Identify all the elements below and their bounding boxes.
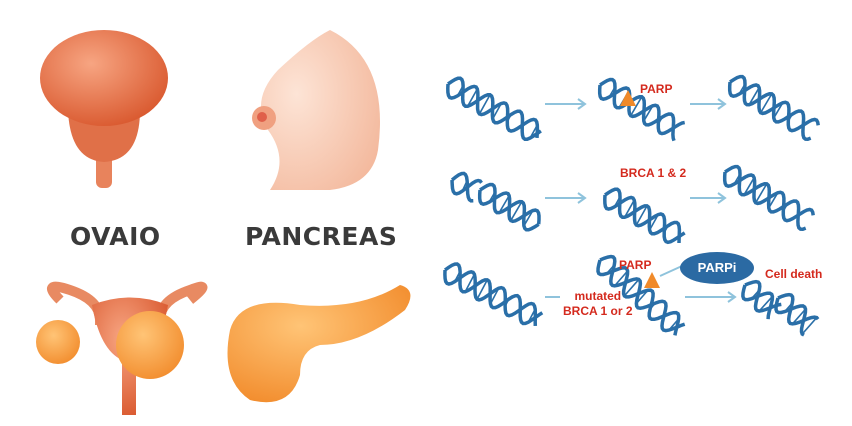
dna-strand — [599, 254, 686, 333]
dna-rung — [467, 88, 478, 107]
parp-label-row1: PARP — [640, 82, 673, 96]
dna-rung — [748, 87, 760, 106]
dna-strand — [450, 178, 483, 196]
parp-triangle-icon-1 — [620, 90, 636, 106]
dna-strand — [774, 297, 808, 337]
dna-strand — [479, 182, 540, 232]
prostate-organ-icon — [40, 30, 168, 188]
dna-rung — [754, 183, 768, 204]
ovary-label: OVAIO — [70, 222, 161, 251]
dna-rung — [623, 199, 635, 218]
parpi-connector — [659, 265, 683, 277]
dna-strand — [744, 279, 782, 313]
dna-helix-row2-a — [477, 182, 541, 232]
dna-rung — [510, 201, 523, 222]
dna-rung — [498, 195, 510, 214]
dna-strand — [724, 164, 807, 231]
dna-helix-row1-c — [727, 74, 820, 141]
mutation-line1: mutated — [574, 289, 622, 303]
dna-helix-row2-c — [722, 164, 815, 231]
arrow-row2-1 — [545, 192, 587, 204]
dna-strand — [597, 84, 686, 136]
parp-triangle-icon-2 — [644, 272, 660, 288]
mutation-line2: BRCA 1 or 2 — [563, 304, 633, 318]
dna-rung — [758, 295, 773, 312]
arrow-row2-2 — [690, 192, 727, 204]
dna-helix-row2-a-fragment — [450, 171, 483, 203]
cell-death-label: Cell death — [765, 267, 823, 281]
arrow-row1-1 — [545, 98, 587, 110]
brca-label-row2: BRCA 1 & 2 — [620, 166, 687, 180]
dna-rung — [613, 270, 629, 287]
mutation-label: mutated BRCA 1 or 2 — [563, 289, 633, 319]
dna-rung — [743, 177, 755, 196]
dna-rung — [476, 279, 488, 300]
dna-strand — [599, 77, 676, 142]
dna-strand — [450, 171, 474, 203]
uterus-ovaries-organ-icon — [36, 281, 208, 415]
dna-rung — [478, 94, 491, 115]
dna-rung — [464, 273, 476, 293]
dna-strand — [777, 292, 820, 326]
dna-strand — [604, 187, 682, 244]
dna-rung — [801, 317, 818, 335]
dna-helix-row1-a — [446, 76, 542, 141]
dna-helix-row2-b — [603, 187, 686, 245]
dna-rung — [629, 96, 643, 117]
dna-rung — [623, 278, 640, 297]
dna-strand — [603, 194, 686, 245]
dna-helix-row3-a — [443, 262, 544, 326]
dna-rung — [759, 93, 773, 114]
dna-rung — [791, 308, 807, 325]
arrow-row1-2 — [690, 98, 727, 110]
breast-organ-icon — [252, 30, 380, 190]
pancreas-organ-icon — [227, 285, 411, 403]
dna-strand — [447, 76, 542, 141]
parp-label-row3: PARP — [619, 258, 652, 272]
dna-strand — [729, 74, 812, 141]
dna-helix-row3-c2 — [774, 292, 820, 337]
arrow-row3 — [685, 291, 737, 303]
dna-helix-row3-c1 — [741, 279, 782, 320]
dna-rung — [635, 205, 648, 226]
pancreas-label: PANCREAS — [245, 222, 398, 251]
dna-helix-row3-b — [596, 254, 686, 336]
parpi-badge: PARPi — [680, 252, 754, 284]
dna-strand — [443, 262, 544, 326]
